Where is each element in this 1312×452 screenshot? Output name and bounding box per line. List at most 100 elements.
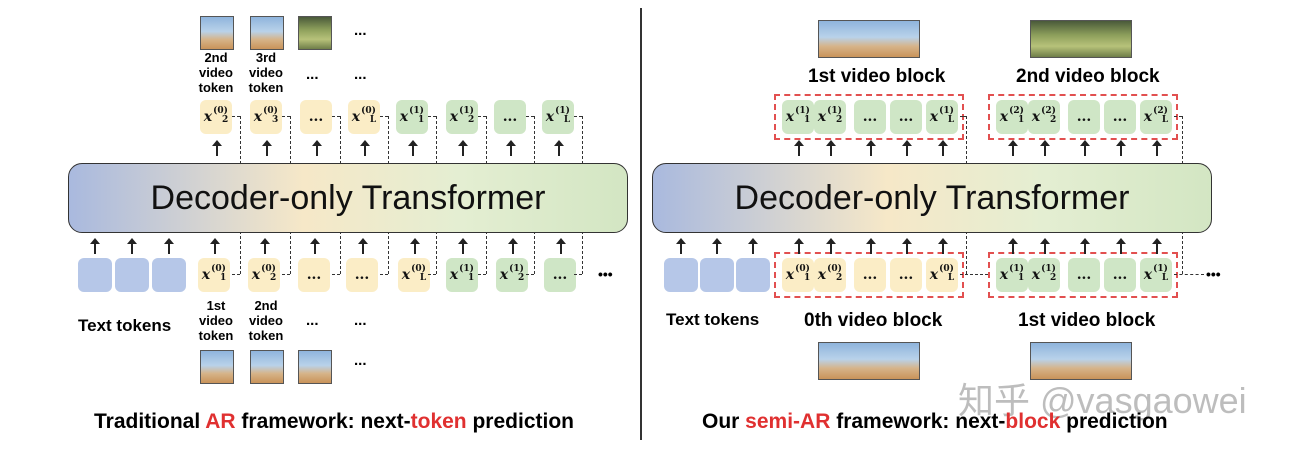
output-token: x(0)L xyxy=(348,100,380,134)
input-token: ... xyxy=(1104,258,1136,292)
block-title-text: 2nd video block xyxy=(1016,66,1160,87)
output-token: ... xyxy=(890,100,922,134)
up-arrow-icon xyxy=(308,238,322,254)
up-arrow-icon xyxy=(504,140,518,156)
up-arrow-icon xyxy=(456,140,470,156)
transformer-label: Decoder-only Transformer xyxy=(150,178,546,217)
dashed-connector xyxy=(332,274,340,275)
output-token: x(2)1 xyxy=(996,100,1028,134)
output-token: x(1)2 xyxy=(446,100,478,134)
up-arrow-icon xyxy=(1114,140,1128,156)
up-arrow-icon xyxy=(824,238,838,254)
up-arrow-icon xyxy=(358,140,372,156)
output-token: ... xyxy=(494,100,526,134)
up-arrow-icon xyxy=(406,140,420,156)
output-token: x(1)1 xyxy=(396,100,428,134)
up-arrow-icon xyxy=(936,140,950,156)
block-title-text: 1st video block xyxy=(1018,310,1156,331)
trailing-dots: ••• xyxy=(1206,266,1221,282)
dashed-connector xyxy=(478,116,486,117)
video-frame-thumbnail xyxy=(298,16,332,50)
top-block-title-1: 1st video block xyxy=(808,66,945,88)
input-token: x(1)1 xyxy=(996,258,1028,292)
dashed-connector xyxy=(232,274,240,275)
up-arrow-icon xyxy=(1150,140,1164,156)
text-token xyxy=(736,258,770,292)
bottom-block-title-1: 0th video block xyxy=(804,310,942,332)
caption-text: Our xyxy=(702,410,746,433)
input-token: x(0)2 xyxy=(248,258,280,292)
input-token: ... xyxy=(544,258,576,292)
up-arrow-icon xyxy=(1038,238,1052,254)
up-arrow-icon xyxy=(1038,140,1052,156)
text-token xyxy=(664,258,698,292)
caption-text: prediction xyxy=(1060,410,1168,433)
caption-text: framework: next- xyxy=(235,410,411,433)
up-arrow-icon xyxy=(210,140,224,156)
up-arrow-icon xyxy=(88,238,102,254)
ellipsis: ... xyxy=(354,312,367,329)
video-block-thumbnail xyxy=(818,342,920,380)
input-token: ... xyxy=(298,258,330,292)
output-token: x(1)2 xyxy=(814,100,846,134)
ellipsis: ... xyxy=(306,312,319,329)
dashed-connector xyxy=(960,274,988,275)
up-arrow-icon xyxy=(260,140,274,156)
video-frame-thumbnail xyxy=(250,16,284,50)
output-token: x(1)L xyxy=(542,100,574,134)
up-arrow-icon xyxy=(1078,140,1092,156)
input-token: ... xyxy=(854,258,886,292)
dashed-connector xyxy=(574,116,582,117)
caption-highlight: semi-AR xyxy=(745,410,831,433)
label-text: 1st video token xyxy=(198,298,234,343)
caption-highlight: AR xyxy=(205,410,236,433)
output-token: x(1)1 xyxy=(782,100,814,134)
output-token: ... xyxy=(1104,100,1136,134)
up-arrow-icon xyxy=(310,140,324,156)
dashed-connector xyxy=(526,116,534,117)
output-token: x(0)3 xyxy=(250,100,282,134)
input-token: x(0)L xyxy=(926,258,958,292)
text-token xyxy=(115,258,149,292)
output-token: x(0)2 xyxy=(200,100,232,134)
top-block-title-2: 2nd video block xyxy=(1016,66,1160,88)
up-arrow-icon xyxy=(1006,140,1020,156)
up-arrow-icon xyxy=(162,238,176,254)
label-text: 3rd video token xyxy=(248,50,284,95)
transformer-box: Decoder-only Transformer xyxy=(68,163,628,233)
video-frame-thumbnail xyxy=(200,350,234,384)
up-arrow-icon xyxy=(208,238,222,254)
up-arrow-icon xyxy=(864,140,878,156)
up-arrow-icon xyxy=(1150,238,1164,254)
input-token: x(1)2 xyxy=(496,258,528,292)
up-arrow-icon xyxy=(258,238,272,254)
dashed-connector xyxy=(1174,274,1204,275)
dashed-connector xyxy=(380,274,388,275)
dashed-connector xyxy=(1174,116,1182,117)
output-token: ... xyxy=(300,100,332,134)
dashed-connector xyxy=(380,116,388,117)
ellipsis: ... xyxy=(354,66,367,83)
caption-highlight: token xyxy=(410,410,467,433)
up-arrow-icon xyxy=(674,238,688,254)
top-block-box-2 xyxy=(988,94,1178,140)
up-arrow-icon xyxy=(900,238,914,254)
up-arrow-icon xyxy=(824,140,838,156)
up-arrow-icon xyxy=(1078,238,1092,254)
input-token: ... xyxy=(890,258,922,292)
dashed-connector xyxy=(526,274,534,275)
bottom-block-box-1 xyxy=(774,252,964,298)
trailing-dots: ••• xyxy=(598,266,613,282)
watermark: 知乎 @vasgaowei xyxy=(958,380,1247,421)
top-block-box-1 xyxy=(774,94,964,140)
caption-text: prediction xyxy=(466,410,574,433)
block-title-text: 0th video block xyxy=(804,310,943,331)
up-arrow-icon xyxy=(792,140,806,156)
block-title-text: 1st video block xyxy=(808,66,946,87)
input-token: ... xyxy=(346,258,378,292)
video-frame-thumbnail xyxy=(250,350,284,384)
up-arrow-icon xyxy=(356,238,370,254)
up-arrow-icon xyxy=(936,238,950,254)
input-token: x(0)L xyxy=(398,258,430,292)
bottom-token-label-1: 1st video token xyxy=(194,298,238,343)
